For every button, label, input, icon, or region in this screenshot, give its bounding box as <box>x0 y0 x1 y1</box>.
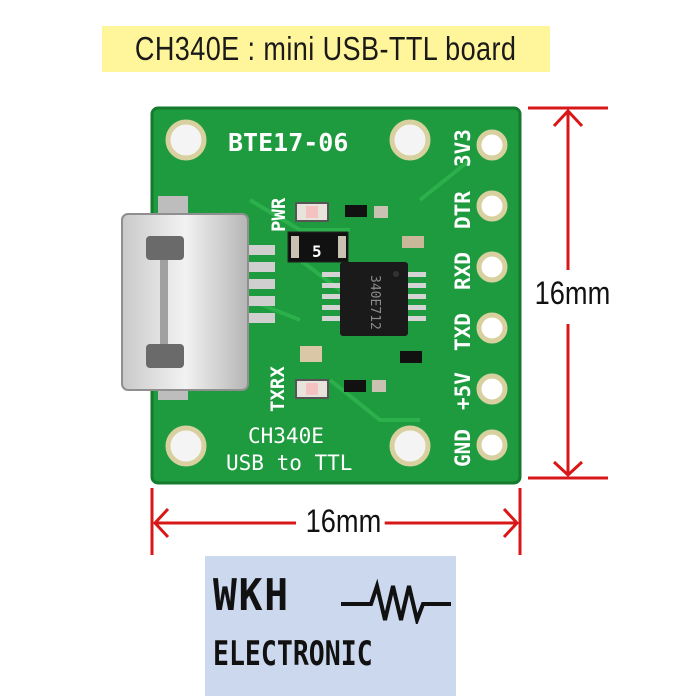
logo-line1: WKH <box>213 570 290 621</box>
height-label: 16mm <box>534 275 611 312</box>
width-label: 16mm <box>302 503 385 540</box>
component-marker: 5 <box>312 242 322 261</box>
txrx-led-label: TXRX <box>267 366 289 412</box>
pin-label-gnd: GND <box>451 429 475 467</box>
title-banner: CH340E : mini USB-TTL board <box>102 26 550 72</box>
title-text: CH340E : mini USB-TTL board <box>135 30 517 67</box>
width-dimension <box>150 488 522 555</box>
board-model-text: BTE17-06 <box>228 128 348 157</box>
pin-label-dtr: DTR <box>451 191 475 229</box>
logo-line2: ELECTRONIC <box>213 634 373 674</box>
pin-label-3v3: 3V3 <box>451 129 475 167</box>
pin-pads <box>476 129 508 461</box>
smd-components <box>287 202 424 399</box>
micro-usb-connector <box>121 196 275 400</box>
pin-label-5v: +5V <box>451 372 475 410</box>
pin-label-rxd: RXD <box>451 252 475 290</box>
brand-logo: WKH ELECTRONIC <box>205 556 456 696</box>
board-function-label: USB to TTL <box>226 451 352 475</box>
pin-label-txd: TXD <box>451 313 475 351</box>
height-dimension <box>528 106 608 480</box>
pin-labels: 3V3 DTR RXD TXD +5V GND <box>451 129 475 467</box>
resistor-icon <box>341 578 451 624</box>
ch340e-chip <box>322 262 426 336</box>
pwr-led-label: PWR <box>268 197 290 232</box>
chip-marking: 340E712 <box>367 275 382 330</box>
mounting-holes <box>165 119 431 467</box>
board-chip-label: CH340E <box>248 424 324 448</box>
